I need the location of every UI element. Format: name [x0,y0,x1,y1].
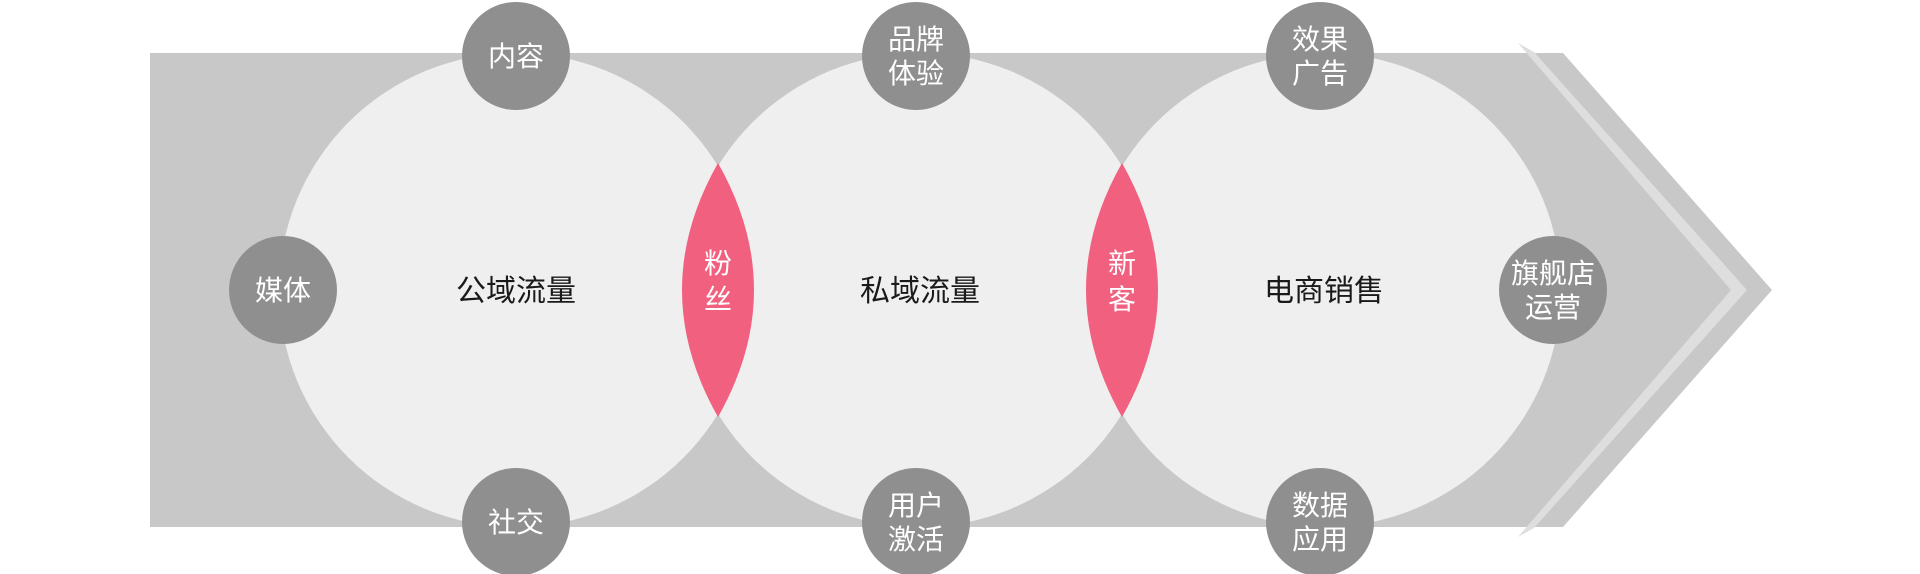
node-performance-ads: 效果 广告 [1266,2,1374,110]
lens-label-fans-2: 丝 [704,283,732,316]
circle-private-traffic [683,53,1157,527]
node-flagship-store-ops-circle [1499,236,1607,344]
node-data-application-label-2: 应用 [1292,523,1348,556]
lens-label-fans-1: 粉 [704,247,732,280]
lens-new-customers [1086,163,1158,417]
node-brand-experience: 品牌 体验 [862,2,970,110]
node-media-label: 媒体 [255,274,311,307]
label-private-traffic: 私域流量 [860,274,980,309]
lens-labels: 粉 丝 新 客 [704,247,1136,316]
node-social-label: 社交 [488,506,544,539]
node-social-circle [462,468,570,574]
node-brand-experience-label-2: 体验 [888,57,944,90]
node-performance-ads-label-1: 效果 [1292,23,1348,56]
circle-public-traffic [279,53,753,527]
node-data-application: 数据 应用 [1266,468,1374,574]
node-media: 媒体 [229,236,337,344]
node-performance-ads-label-2: 广告 [1292,57,1348,90]
satellite-nodes: 内容 媒体 社交 品牌 体验 用户 激活 效果 广告 [229,2,1607,574]
node-user-activation: 用户 激活 [862,468,970,574]
node-user-activation-circle [862,468,970,574]
node-flagship-store-ops: 旗舰店 运营 [1499,236,1607,344]
node-flagship-store-ops-label-1: 旗舰店 [1511,257,1595,290]
node-content-label: 内容 [488,40,544,73]
lens-fans [682,163,754,417]
lens-label-new-customers-1: 新 [1108,247,1136,280]
stage-circles [279,53,1561,527]
node-brand-experience-label-1: 品牌 [888,23,944,56]
node-performance-ads-circle [1266,2,1374,110]
node-brand-experience-circle [862,2,970,110]
node-social: 社交 [462,468,570,574]
node-data-application-circle [1266,468,1374,574]
node-flagship-store-ops-label-2: 运营 [1525,291,1581,324]
circle-labels: 公域流量 私域流量 电商销售 [456,274,1384,309]
label-ecommerce-sales: 电商销售 [1264,274,1384,309]
node-content: 内容 [462,2,570,110]
node-user-activation-label-1: 用户 [888,489,944,522]
node-user-activation-label-2: 激活 [888,523,944,556]
lens-label-new-customers-2: 客 [1108,283,1136,316]
overlap-lenses [682,163,1158,417]
node-media-circle [229,236,337,344]
node-content-circle [462,2,570,110]
circle-ecommerce-sales [1087,53,1561,527]
node-data-application-label-1: 数据 [1292,489,1348,522]
label-public-traffic: 公域流量 [456,274,576,309]
